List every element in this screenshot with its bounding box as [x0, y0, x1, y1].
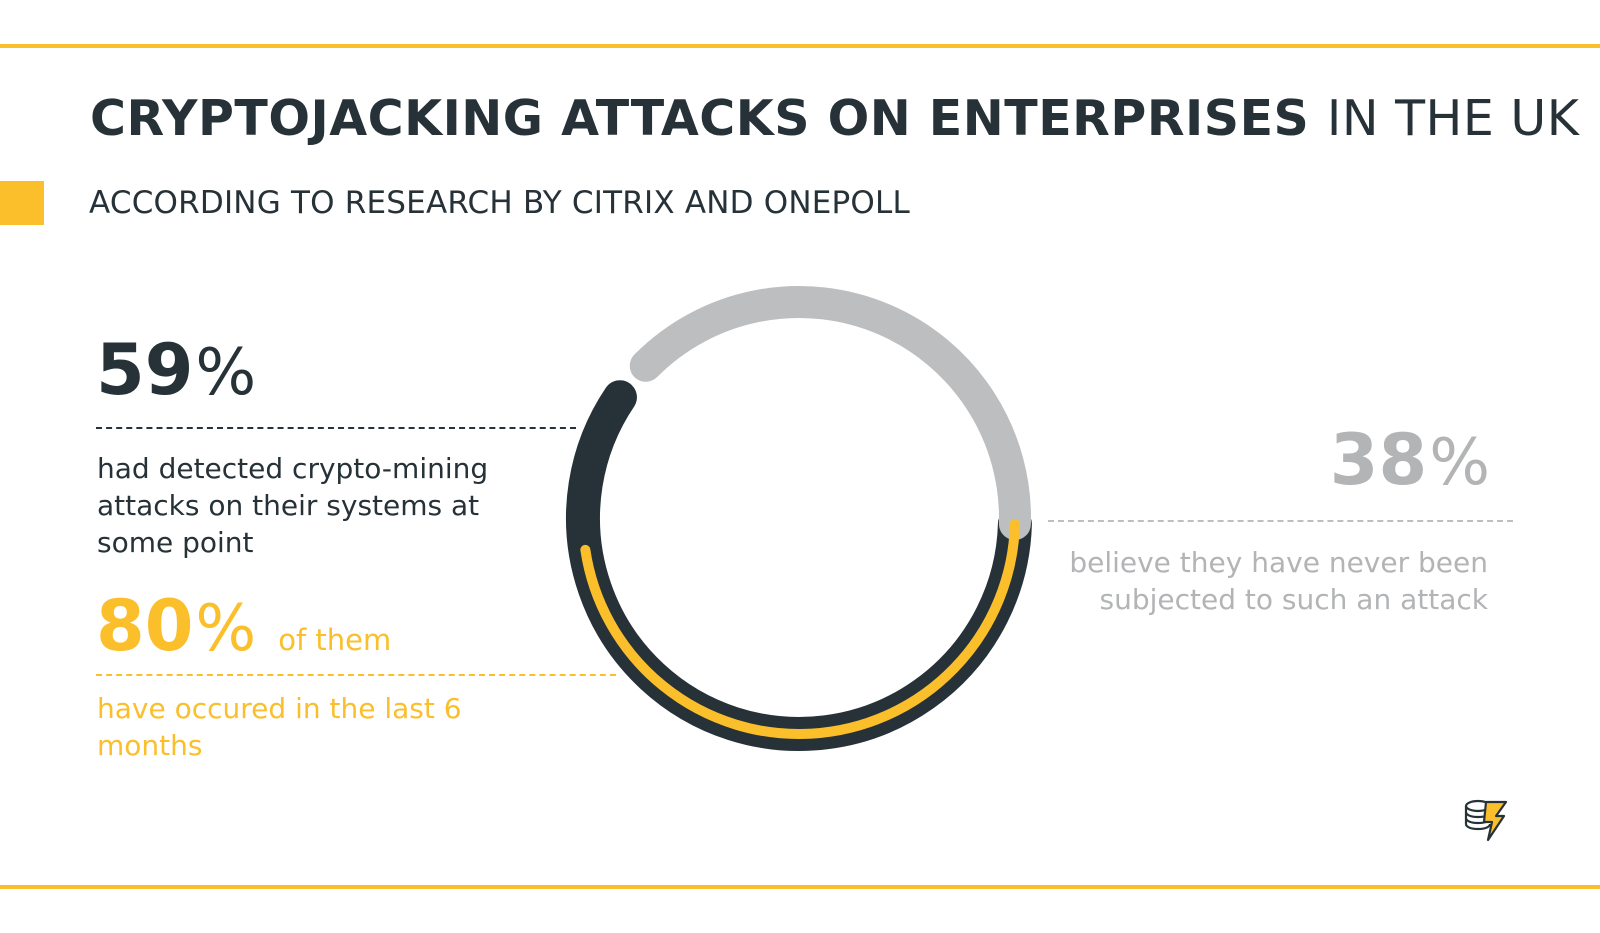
stat-detected-unit: % [195, 336, 257, 410]
stat-detected-value: 59 [96, 329, 194, 411]
stat-detected-description: had detected crypto-mining attacks on th… [97, 452, 489, 559]
page-title: CRYPTOJACKING ATTACKS ON ENTERPRISES IN … [90, 88, 1579, 150]
top-accent-rule [0, 44, 1600, 48]
donut-slice-detected [566, 380, 1032, 751]
page-subtitle: ACCORDING TO RESEARCH BY CITRIX AND ONEP… [89, 185, 910, 221]
donut-slice-never [629, 286, 1031, 541]
stat-never-value: 38 [1329, 419, 1428, 501]
stat-recent-description: have occured in the last 6 months [97, 692, 462, 762]
coin-stack-lightning-icon [1464, 799, 1508, 842]
stat-never-description: believe they have never been subjected t… [1069, 546, 1488, 616]
divider-recent [96, 674, 616, 676]
divider-never [1048, 520, 1513, 522]
stat-recent: 80%of them [96, 591, 391, 661]
stat-never-unit: % [1429, 426, 1490, 500]
page-title-light: IN THE UK [1326, 90, 1580, 147]
divider-detected [96, 427, 576, 429]
donut-sub-arc-recent [580, 519, 1020, 739]
stat-detected: 59% [96, 335, 256, 405]
stat-recent-unit: % [195, 592, 257, 666]
stat-recent-suffix: of them [278, 623, 392, 657]
page-title-bold: CRYPTOJACKING ATTACKS ON ENTERPRISES [90, 90, 1310, 147]
stat-never: 38% [1330, 425, 1490, 495]
bottom-accent-rule [0, 885, 1600, 889]
accent-block [0, 181, 44, 225]
stat-recent-value: 80 [96, 585, 194, 667]
